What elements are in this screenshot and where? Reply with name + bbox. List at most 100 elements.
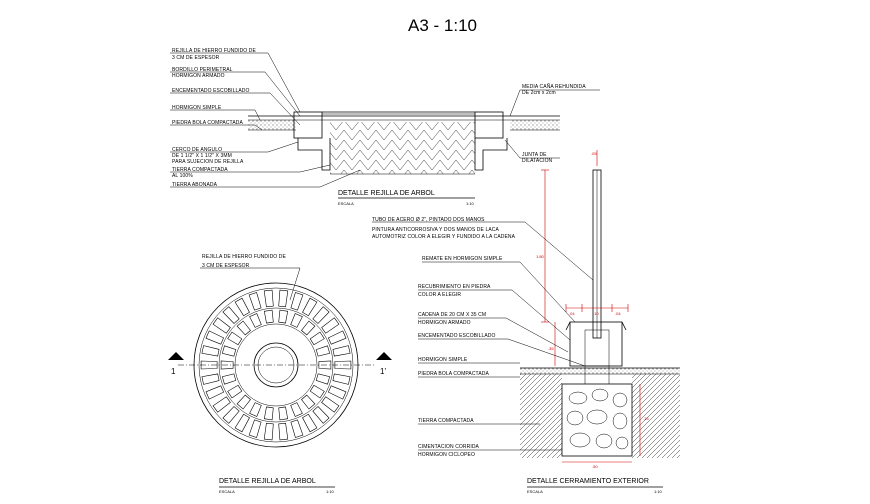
- dim-height: 1.80: [536, 254, 545, 259]
- label-hormigon: HORMIGON SIMPLE: [172, 105, 222, 111]
- grate-slot: [249, 313, 262, 328]
- label-rejilla-2: 3 CM DE ESPESOR: [172, 55, 220, 61]
- fence-label-recub-2: COLOR A ELEGIR: [418, 292, 461, 298]
- label-junta-2: DILATACION: [522, 158, 553, 164]
- grate-slot: [222, 406, 240, 424]
- grate-slot: [309, 384, 325, 399]
- grate-slot: [278, 422, 289, 441]
- grate-section-escala: ESCALA: [338, 201, 354, 206]
- fence-label-cadena-2: HORMIGON ARMADO: [418, 320, 471, 326]
- dim-side-b: .15: [643, 416, 649, 421]
- grate-slot: [205, 330, 224, 345]
- dim-top: .05: [591, 151, 597, 156]
- grate-slot: [315, 373, 331, 385]
- grate-slot: [318, 360, 332, 370]
- grate-slot: [220, 360, 234, 370]
- grate-slot: [263, 309, 274, 324]
- grate-slot: [301, 320, 316, 336]
- grate-slot: [278, 406, 289, 421]
- grate-slot: [290, 402, 303, 417]
- fence-label-piedra: PIEDRA BOLA COMPACTADA: [418, 371, 489, 377]
- plan-label-1: REJILLA DE HIERRO FUNDIDO DE: [202, 254, 286, 260]
- grate-section-detail: REJILLA DE HIERRO FUNDIDO DE 3 CM DE ESP…: [170, 48, 600, 206]
- dim-bottom: .50: [592, 464, 598, 469]
- grate-slot: [248, 292, 262, 311]
- grate-slot: [205, 385, 224, 400]
- grate-slot: [315, 345, 331, 357]
- grate-slot: [212, 317, 231, 334]
- grate-slot: [290, 292, 304, 311]
- fence-label-tubo-1: TUBO DE ACERO Ø 2", PINTADO DOS MANOS: [372, 217, 485, 223]
- fence-label-remate: REMATE EN HORMIGON SIMPLE: [422, 256, 503, 262]
- grate-slot: [221, 373, 237, 385]
- grate-slot: [278, 289, 289, 308]
- fence-label-encementado: ENCEMENTADO ESCOBILLADO: [418, 333, 496, 339]
- grate-section-scale: 1:10: [466, 201, 475, 206]
- label-tierra-1: TIERRA COMPACTADA: [172, 167, 228, 173]
- grate-slot: [290, 313, 303, 328]
- grate-plan-escala: ESCALA: [219, 489, 235, 494]
- label-junta-1: JUNTA DE: [522, 152, 547, 158]
- section-marker-right: 1': [380, 367, 386, 376]
- grate-slot: [321, 317, 340, 334]
- grate-plan-scale: 1:10: [326, 489, 335, 494]
- grate-plan-detail: 1 1' REJILLA DE HIERRO FUNDIDO DE 3 CM D…: [168, 254, 392, 494]
- grate-slot: [312, 306, 330, 324]
- grate-slot: [234, 297, 250, 317]
- grate-slot: [263, 289, 274, 308]
- grate-slot: [234, 413, 250, 433]
- grate-slot: [328, 385, 347, 400]
- fence-label-hormigon: HORMIGON SIMPLE: [418, 357, 468, 363]
- label-cerco-1: CERCO DE ANGULO: [172, 147, 222, 153]
- grate-slot: [201, 373, 220, 385]
- dim-w3: .04: [615, 311, 621, 316]
- grate-slot: [312, 406, 330, 424]
- grate-slot: [236, 320, 251, 336]
- section-marker-left: 1: [171, 367, 176, 376]
- grate-slot: [200, 360, 218, 370]
- label-tierra-2: AL 100%: [172, 173, 193, 179]
- grate-slot: [332, 373, 351, 385]
- grate-section-caption: DETALLE REJILLA DE ARBOL: [338, 190, 435, 197]
- fence-label-tierra: TIERRA COMPACTADA: [418, 418, 474, 424]
- fence-escala: ESCALA: [527, 489, 543, 494]
- grate-slot: [263, 422, 274, 441]
- label-media-2: DE 2cm x 2cm: [522, 90, 556, 96]
- label-cerco-2: DE 1 1/2" X 1 1/2" X 3MM: [172, 153, 232, 159]
- label-encementado: ENCEMENTADO ESCOBILLADO: [172, 88, 250, 94]
- grate-slot: [263, 406, 274, 421]
- grate-slot: [227, 384, 243, 399]
- grate-slots: [200, 289, 352, 441]
- plan-label-2: 3 CM DE ESPESOR: [202, 263, 250, 269]
- grate-slot: [309, 331, 325, 346]
- grate-slot: [332, 345, 351, 357]
- label-rejilla-1: REJILLA DE HIERRO FUNDIDO DE: [172, 48, 256, 54]
- grate-slot: [227, 331, 243, 346]
- fence-label-ciment-1: CIMENTACION CORRIDA: [418, 444, 480, 450]
- grate-slot: [321, 396, 340, 413]
- grate-slot: [328, 330, 347, 345]
- fence-scale: 1:10: [654, 489, 663, 494]
- fence-caption: DETALLE CERRAMIENTO EXTERIOR: [527, 478, 649, 485]
- grate-slot: [249, 402, 262, 417]
- label-cerco-3: PARA SUJECION DE REJILLA: [172, 159, 244, 165]
- dim-side-a: .35: [548, 346, 554, 351]
- label-bordillo-1: BORDILLO PERIMETRAL: [172, 67, 233, 73]
- grate-slot: [212, 396, 231, 413]
- grate-slot: [278, 309, 289, 324]
- label-tierra-abonada: TIERRA ABONADA: [172, 182, 218, 188]
- grate-slot: [334, 360, 352, 370]
- fence-label-recub-1: RECUBRIMIENTO EN PIEDRA: [418, 284, 491, 290]
- label-bordillo-2: HORMIGON ARMADO: [172, 73, 225, 79]
- fence-label-tubo-2: PINTURA ANTICORROSIVA Y DOS MANOS DE LAC…: [372, 227, 499, 233]
- grate-slot: [236, 394, 251, 410]
- fence-label-ciment-2: HORMIGON CICLOPEO: [418, 452, 475, 458]
- grate-slot: [302, 297, 318, 317]
- grate-slot: [201, 345, 220, 357]
- grate-slot: [221, 345, 237, 357]
- dim-w1: .04: [569, 311, 575, 316]
- grate-slot: [302, 413, 318, 433]
- grate-slot: [301, 394, 316, 410]
- fence-label-tubo-3: AUTOMOTRIZ COLOR A ELEGIR Y FUNDIDO A LA…: [372, 234, 516, 240]
